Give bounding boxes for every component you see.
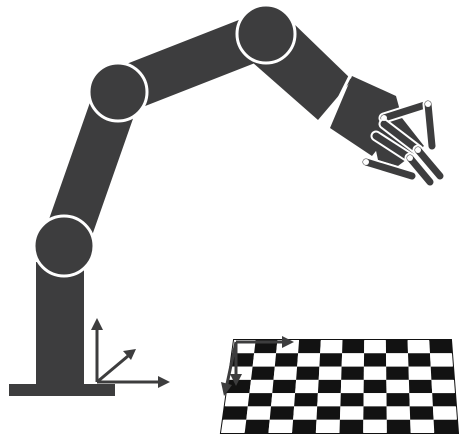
checkerboard-cell: [342, 353, 365, 366]
checkerboard-cell: [431, 367, 454, 380]
checkerboard-cell: [292, 420, 316, 433]
checkerboard-cell: [251, 367, 275, 380]
checkerboard-cell: [320, 340, 342, 353]
checkerboard-cell: [341, 367, 364, 380]
checkerboard-cell: [268, 420, 293, 433]
gripper-knuckle: [407, 155, 413, 161]
checkerboard-cell: [270, 406, 294, 419]
checkerboard-icon: [221, 340, 458, 433]
checkerboard-cell: [317, 406, 341, 419]
robot-joint-shoulder: [89, 63, 147, 121]
checkerboard-cell: [319, 353, 342, 366]
checkerboard-cell: [363, 420, 387, 433]
checkerboard-cell: [430, 353, 453, 366]
checkerboard-cell: [296, 367, 319, 380]
checkerboard-cell: [248, 393, 272, 406]
checkerboard-cell: [317, 393, 341, 406]
checkerboard-cell: [275, 353, 298, 366]
checkerboard-cell: [225, 393, 250, 406]
gripper-knuckle: [363, 159, 369, 165]
gripper-knuckle: [425, 101, 431, 107]
checkerboard-cell: [364, 367, 387, 380]
checkerboard-cell: [272, 380, 296, 393]
checkerboard-cell: [364, 380, 387, 393]
checkerboard-cell: [410, 406, 434, 419]
checkerboard-cell: [316, 420, 340, 433]
gripper-finger-4: [366, 162, 412, 176]
base-axis-y: [97, 356, 128, 382]
checkerboard-cell: [386, 367, 409, 380]
checkerboard-cell: [364, 353, 386, 366]
checkerboard-cell: [409, 393, 433, 406]
checkerboard-cell: [364, 340, 386, 353]
robot-joint-base: [34, 216, 94, 276]
gripper-knuckle: [415, 147, 421, 153]
checkerboard-cell: [364, 393, 387, 406]
checkerboard-cell: [386, 340, 408, 353]
checkerboard-cell: [221, 420, 246, 433]
checkerboard-cell: [340, 406, 364, 419]
checkerboard-cell: [274, 367, 298, 380]
checkerboard-cell: [432, 393, 456, 406]
checkerboard-cell: [318, 380, 341, 393]
checkerboard-cell: [387, 420, 411, 433]
checkerboard-cell: [297, 353, 320, 366]
checkerboard-cell: [409, 367, 432, 380]
checkerboard-cell: [431, 380, 455, 393]
robot-pedestal: [36, 262, 84, 388]
checkerboard-cell: [434, 420, 458, 433]
checkerboard-cell: [340, 420, 364, 433]
checkerboard-cell: [271, 393, 295, 406]
checkerboard-cell: [295, 380, 319, 393]
checkerboard-cell: [386, 353, 409, 366]
checkerboard-cell: [409, 380, 432, 393]
checkerboard-cell: [341, 380, 364, 393]
checkerboard-cell: [298, 340, 321, 353]
base-axis-z-arrowhead: [91, 318, 103, 330]
checkerboard-cell: [387, 393, 410, 406]
robot-arm-icon: [9, 5, 440, 396]
checkerboard-cell: [249, 380, 273, 393]
checkerboard-cell: [408, 353, 431, 366]
checkerboard-cell: [429, 340, 452, 353]
checkerboard-cell: [342, 340, 364, 353]
checkerboard-cell: [408, 340, 430, 353]
checkerboard-cells: [221, 340, 458, 433]
checkerboard-cell: [245, 420, 270, 433]
checkerboard-cell: [246, 406, 271, 419]
base-axis-x-arrowhead: [158, 376, 170, 388]
checkerboard-cell: [223, 406, 248, 419]
checkerboard-cell: [387, 406, 411, 419]
checkerboard-cell: [294, 393, 318, 406]
checkerboard-cell: [340, 393, 363, 406]
checkerboard-cell: [293, 406, 317, 419]
checkerboard-cell: [319, 367, 342, 380]
gripper-knuckle: [381, 115, 387, 121]
checkerboard-cell: [363, 406, 387, 419]
checkerboard-cell: [253, 353, 277, 366]
checkerboard-cell: [433, 406, 457, 419]
coordinate-axes-icon: [91, 318, 170, 388]
checkerboard-cell: [386, 380, 409, 393]
checkerboard-cell: [410, 420, 434, 433]
robot-joint-elbow: [237, 5, 295, 63]
